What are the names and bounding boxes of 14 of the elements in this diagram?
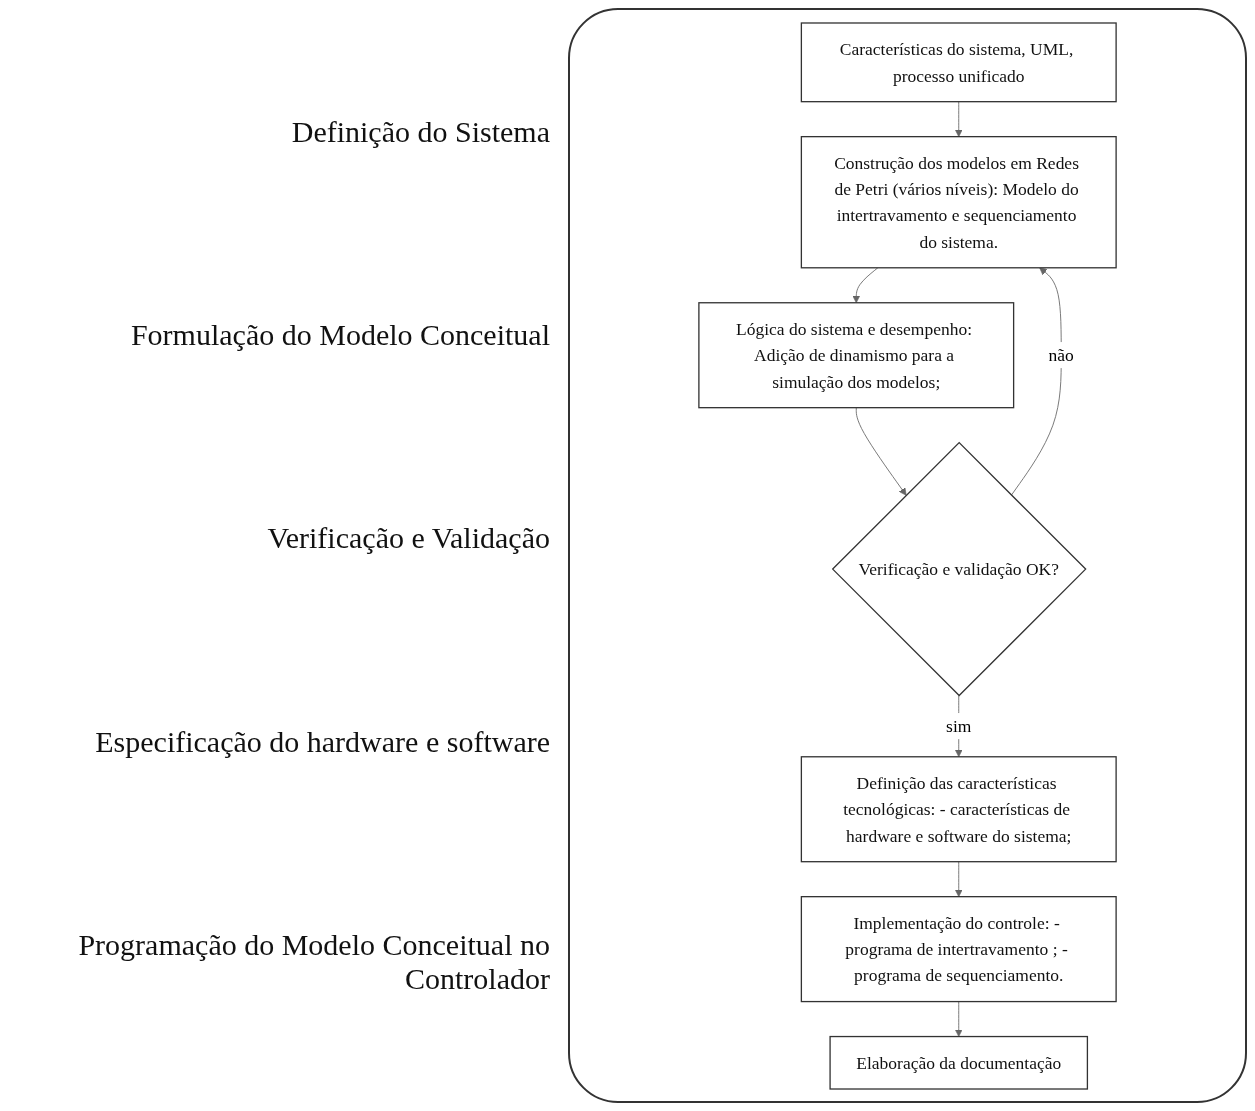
stage-label: Formulação do Modelo Conceitual (129, 318, 550, 353)
stage-label: Verificação e Validação (266, 521, 550, 556)
edge-label: sim (946, 716, 972, 736)
edge-label: não (1048, 345, 1074, 365)
node-box: Lógica do sistema e desempenho: Adição de dinamismo para a simulação dos modelos; (698, 301, 1015, 408)
node-box: Características do sistema, UML, processo unificado (800, 21, 1117, 102)
node-box: Construção dos modelos em Redes de Petri (vários níveis): Modelo do intertravamento e sequenciamento do sistema. (800, 135, 1117, 268)
node-diamond: Verificação e validação OK? (831, 441, 1087, 696)
stage-label: Definição do Sistema (290, 114, 550, 149)
stage-label: Especificação do hardware e software (94, 724, 550, 759)
node-box: Definição das características tecnológicas: - características de hardware e software do sistema; (800, 755, 1117, 862)
node-box: Elaboração da documentação (829, 1035, 1089, 1090)
node-box: Implementação do controle: - programa de intertravamento ; - programa de sequenciamento. (800, 895, 1117, 1002)
stage-label: Programação do Modelo Conceitual no Controlador (77, 928, 550, 997)
